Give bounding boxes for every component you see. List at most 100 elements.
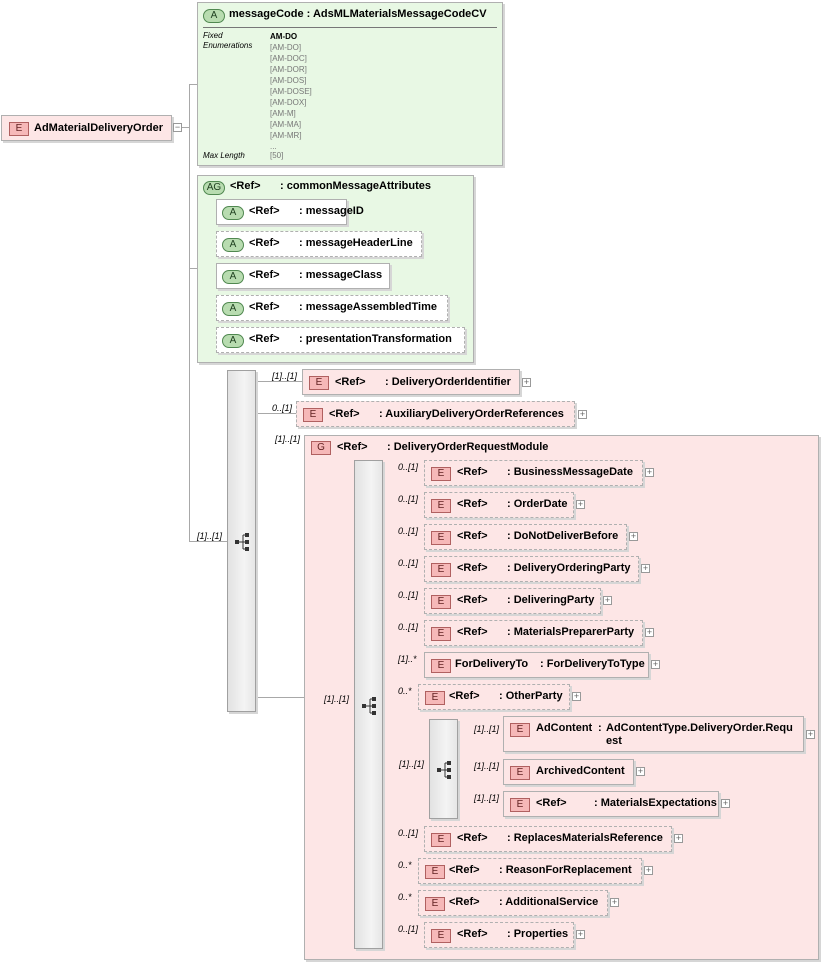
sequence-compositor-inner[interactable] bbox=[354, 460, 383, 949]
element-name: : MaterialsPreparerParty bbox=[507, 626, 635, 638]
element-order-date[interactable]: E <Ref> : OrderDate bbox=[424, 492, 574, 518]
element-archived-content[interactable]: E ArchivedContent bbox=[503, 759, 634, 785]
element-reason-for-replacement[interactable]: E <Ref> : ReasonForReplacement bbox=[418, 858, 642, 884]
element-badge-icon: E bbox=[431, 659, 451, 673]
element-badge-icon: E bbox=[510, 798, 530, 812]
element-name: : DeliveryOrderIdentifier bbox=[385, 376, 511, 388]
multiplicity: 0..[1] bbox=[398, 590, 419, 600]
expand-button[interactable]: + bbox=[674, 833, 683, 843]
enum-value: [AM-MR] bbox=[270, 131, 302, 140]
element-do-not-deliver-before[interactable]: E <Ref> : DoNotDeliverBefore bbox=[424, 524, 627, 550]
element-ref: <Ref> bbox=[449, 864, 480, 876]
root-element[interactable]: E AdMaterialDeliveryOrder bbox=[1, 115, 172, 141]
element-ref: <Ref> bbox=[335, 376, 366, 388]
element-badge-icon: E bbox=[309, 376, 329, 390]
element-name: : ReasonForReplacement bbox=[499, 864, 632, 876]
element-name: : DoNotDeliverBefore bbox=[507, 530, 619, 542]
attribute-presentation-transformation[interactable]: A <Ref> : presentationTransformation bbox=[216, 327, 465, 353]
multiplicity: [1]..[1] bbox=[272, 371, 298, 381]
element-ref: <Ref> bbox=[457, 832, 488, 844]
expand-button[interactable]: + bbox=[603, 595, 612, 605]
message-code-attribute[interactable]: A messageCode : AdsMLMaterialsMessageCod… bbox=[197, 2, 503, 166]
element-delivering-party[interactable]: E <Ref> : DeliveringParty bbox=[424, 588, 601, 614]
element-delivery-ordering-party[interactable]: E <Ref> : DeliveryOrderingParty bbox=[424, 556, 639, 582]
element-delivery-order-identifier[interactable]: E <Ref> : DeliveryOrderIdentifier bbox=[302, 369, 520, 395]
element-ref: <Ref> bbox=[457, 498, 488, 510]
element-materials-expectations[interactable]: E <Ref> : MaterialsExpectations bbox=[503, 791, 719, 817]
element-badge-icon: E bbox=[431, 595, 451, 609]
connector bbox=[256, 697, 304, 698]
multiplicity: 0..[1] bbox=[398, 558, 419, 568]
element-badge-icon: E bbox=[425, 897, 445, 911]
element-name: : ForDeliveryToType bbox=[540, 658, 645, 670]
element-badge-icon: E bbox=[431, 531, 451, 545]
expand-button[interactable]: + bbox=[576, 499, 585, 509]
expand-button[interactable]: + bbox=[651, 659, 660, 669]
element-name-line1: AdContentType.DeliveryOrder.Requ bbox=[606, 722, 793, 734]
expand-button[interactable]: + bbox=[578, 409, 587, 419]
enum-value: [AM-DOX] bbox=[270, 98, 307, 107]
collapse-button[interactable]: − bbox=[173, 122, 182, 132]
attribute-message-assembled-time[interactable]: A <Ref> : messageAssembledTime bbox=[216, 295, 448, 321]
attribute-message-id[interactable]: A <Ref> : messageID bbox=[216, 199, 364, 225]
root-element-name: AdMaterialDeliveryOrder bbox=[34, 122, 163, 134]
element-business-message-date[interactable]: E <Ref> : BusinessMessageDate bbox=[424, 460, 643, 486]
sequence-icon bbox=[362, 697, 376, 715]
element-badge-icon: E bbox=[425, 865, 445, 879]
enum-value: [AM-M] bbox=[270, 109, 296, 118]
connector bbox=[189, 268, 197, 269]
sequence-icon bbox=[235, 533, 249, 551]
multiplicity: [1]..[1] bbox=[474, 761, 500, 771]
element-properties[interactable]: E <Ref> : Properties bbox=[424, 922, 574, 948]
element-ad-content[interactable]: E AdContent : AdContentType.DeliveryOrde… bbox=[503, 716, 804, 752]
element-replaces-materials-reference[interactable]: E <Ref> : ReplacesMaterialsReference bbox=[424, 826, 672, 852]
expand-button[interactable]: + bbox=[522, 377, 531, 387]
enum-value: [AM-DOC] bbox=[270, 54, 307, 63]
expand-button[interactable]: + bbox=[644, 865, 653, 875]
multiplicity: 0..* bbox=[398, 892, 412, 902]
element-ref: AdContent bbox=[536, 722, 593, 734]
expand-button[interactable]: + bbox=[572, 691, 581, 701]
multiplicity: 0..[1] bbox=[398, 526, 419, 536]
expand-button[interactable]: + bbox=[641, 563, 650, 573]
attribute-badge-icon: A bbox=[222, 206, 244, 220]
expand-button[interactable]: + bbox=[629, 531, 638, 541]
element-materials-preparer-party[interactable]: E <Ref> : MaterialsPreparerParty bbox=[424, 620, 643, 646]
enum-value: [AM-DOS] bbox=[270, 76, 307, 85]
expand-button[interactable]: + bbox=[636, 766, 645, 776]
choice-compositor[interactable] bbox=[429, 719, 458, 819]
expand-button[interactable]: + bbox=[806, 729, 815, 739]
element-ref: <Ref> bbox=[457, 928, 488, 940]
multiplicity: 0..[1] bbox=[398, 494, 419, 504]
attribute-message-header-line[interactable]: A <Ref> : messageHeaderLine bbox=[216, 231, 422, 257]
expand-button[interactable]: + bbox=[576, 929, 585, 939]
group-name: : commonMessageAttributes bbox=[280, 180, 431, 192]
element-name: : BusinessMessageDate bbox=[507, 466, 633, 478]
expand-button[interactable]: + bbox=[610, 897, 619, 907]
multiplicity: 0..[1] bbox=[398, 462, 419, 472]
connector bbox=[256, 381, 302, 382]
element-name: : DeliveryOrderingParty bbox=[507, 562, 631, 574]
multiplicity: [1]..[1] bbox=[275, 434, 301, 444]
expand-button[interactable]: + bbox=[645, 627, 654, 637]
element-other-party[interactable]: E <Ref> : OtherParty bbox=[418, 684, 570, 710]
element-ref: <Ref> bbox=[457, 530, 488, 542]
multiplicity: [1]..[1] bbox=[197, 531, 223, 541]
sequence-compositor-outer[interactable] bbox=[227, 370, 256, 712]
attribute-badge-icon: A bbox=[203, 9, 225, 23]
attribute-message-class[interactable]: A <Ref> : messageClass bbox=[216, 263, 390, 289]
enum-value: [AM-DOR] bbox=[270, 65, 307, 74]
expand-button[interactable]: + bbox=[721, 798, 730, 808]
expand-button[interactable]: + bbox=[645, 467, 654, 477]
facet-label-max-length: Max Length bbox=[203, 151, 245, 160]
group-ref: <Ref> bbox=[230, 180, 261, 192]
element-for-delivery-to[interactable]: E ForDeliveryTo : ForDeliveryToType bbox=[424, 652, 649, 678]
multiplicity: [1]..[1] bbox=[324, 694, 350, 704]
element-additional-service[interactable]: E <Ref> : AdditionalService bbox=[418, 890, 608, 916]
group-ref: <Ref> bbox=[337, 441, 368, 453]
element-auxiliary-delivery-order-references[interactable]: E <Ref> : AuxiliaryDeliveryOrderReferenc… bbox=[296, 401, 575, 427]
multiplicity: 0..* bbox=[398, 860, 412, 870]
attribute-name: : messageClass bbox=[299, 269, 383, 281]
attribute-ref: <Ref> bbox=[249, 237, 280, 249]
element-badge-icon: E bbox=[431, 499, 451, 513]
